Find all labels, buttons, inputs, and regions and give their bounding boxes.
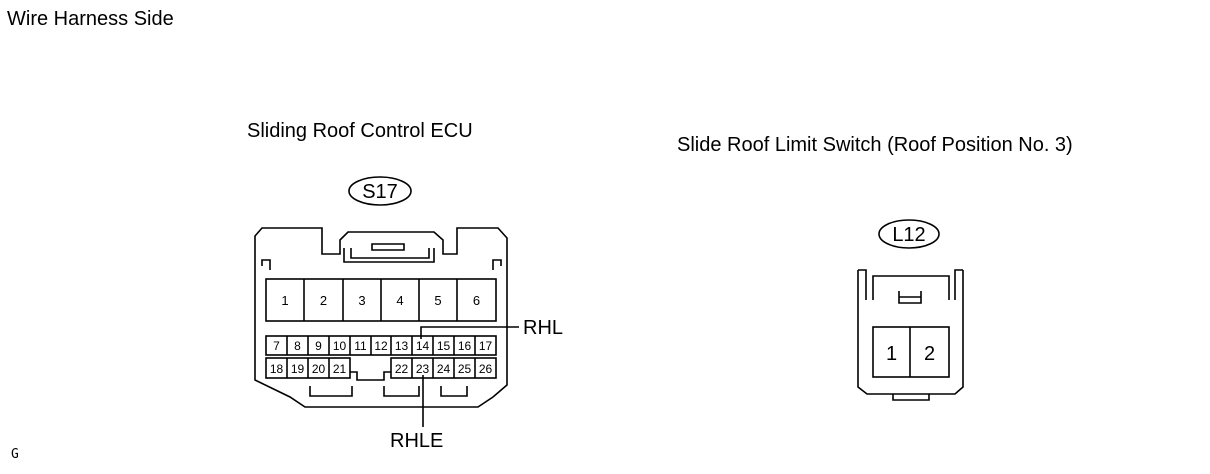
ecu-latch <box>343 243 435 263</box>
ecu-pin-9: 9 <box>315 339 322 353</box>
ecu-bot-row-right-pins: 22 23 24 25 26 <box>395 362 493 376</box>
ecu-pin-18: 18 <box>270 362 284 376</box>
ecu-pin-22: 22 <box>395 362 409 376</box>
limit-switch-code: L12 <box>892 224 925 246</box>
ecu-pin-7: 7 <box>273 339 280 353</box>
ecu-title: Sliding Roof Control ECU <box>247 120 473 142</box>
ecu-pin-24: 24 <box>437 362 451 376</box>
ecu-pin-23: 23 <box>416 362 430 376</box>
figure-code: G <box>11 447 19 462</box>
limit-switch-pin-2: 2 <box>924 343 935 365</box>
limit-switch-pin-1: 1 <box>886 343 897 365</box>
rhl-leader <box>420 326 519 339</box>
ecu-mid-row-frame <box>265 335 497 356</box>
ecu-pin-16: 16 <box>458 339 472 353</box>
limit-switch-title: Slide Roof Limit Switch (Roof Position N… <box>677 134 1073 156</box>
ecu-pin-8: 8 <box>294 339 301 353</box>
ecu-pin-26: 26 <box>479 362 493 376</box>
ecu-bot-row-right-frame <box>390 357 497 379</box>
ecu-pin-15: 15 <box>437 339 451 353</box>
page-heading: Wire Harness Side <box>7 8 174 30</box>
rhl-callout-label: RHL <box>523 317 564 339</box>
limit-switch-code-bubble <box>878 219 940 249</box>
ecu-bot-row-left-pins: 18 19 20 21 <box>270 362 347 376</box>
ecu-code-bubble <box>348 176 412 206</box>
rhle-callout-label: RHLE <box>390 430 444 452</box>
ecu-top-row-pins: 1 2 3 4 5 6 <box>281 293 480 308</box>
limit-switch-connector-l12 <box>857 219 964 401</box>
ecu-pin-21: 21 <box>333 362 347 376</box>
ecu-pin-20: 20 <box>312 362 326 376</box>
ecu-pin-13: 13 <box>395 339 409 353</box>
ecu-connector-s17 <box>254 176 519 427</box>
ecu-pin-3: 3 <box>358 293 365 308</box>
ecu-pin-25: 25 <box>458 362 472 376</box>
ecu-housing <box>254 227 508 408</box>
limit-switch-pin-frame <box>872 326 950 378</box>
ecu-pin-1: 1 <box>281 293 288 308</box>
ecu-pin-4: 4 <box>396 293 403 308</box>
ecu-pin-14: 14 <box>416 339 430 353</box>
ecu-pin-2: 2 <box>320 293 327 308</box>
ecu-pin-5: 5 <box>434 293 441 308</box>
ecu-pin-19: 19 <box>291 362 305 376</box>
ecu-pin-6: 6 <box>473 293 480 308</box>
ecu-pin-10: 10 <box>333 339 347 353</box>
ecu-code: S17 <box>362 181 398 203</box>
ecu-pin-11: 11 <box>354 339 367 353</box>
ecu-pin-12: 12 <box>374 339 388 353</box>
limit-switch-housing <box>857 270 964 395</box>
ecu-pin-17: 17 <box>479 339 493 353</box>
